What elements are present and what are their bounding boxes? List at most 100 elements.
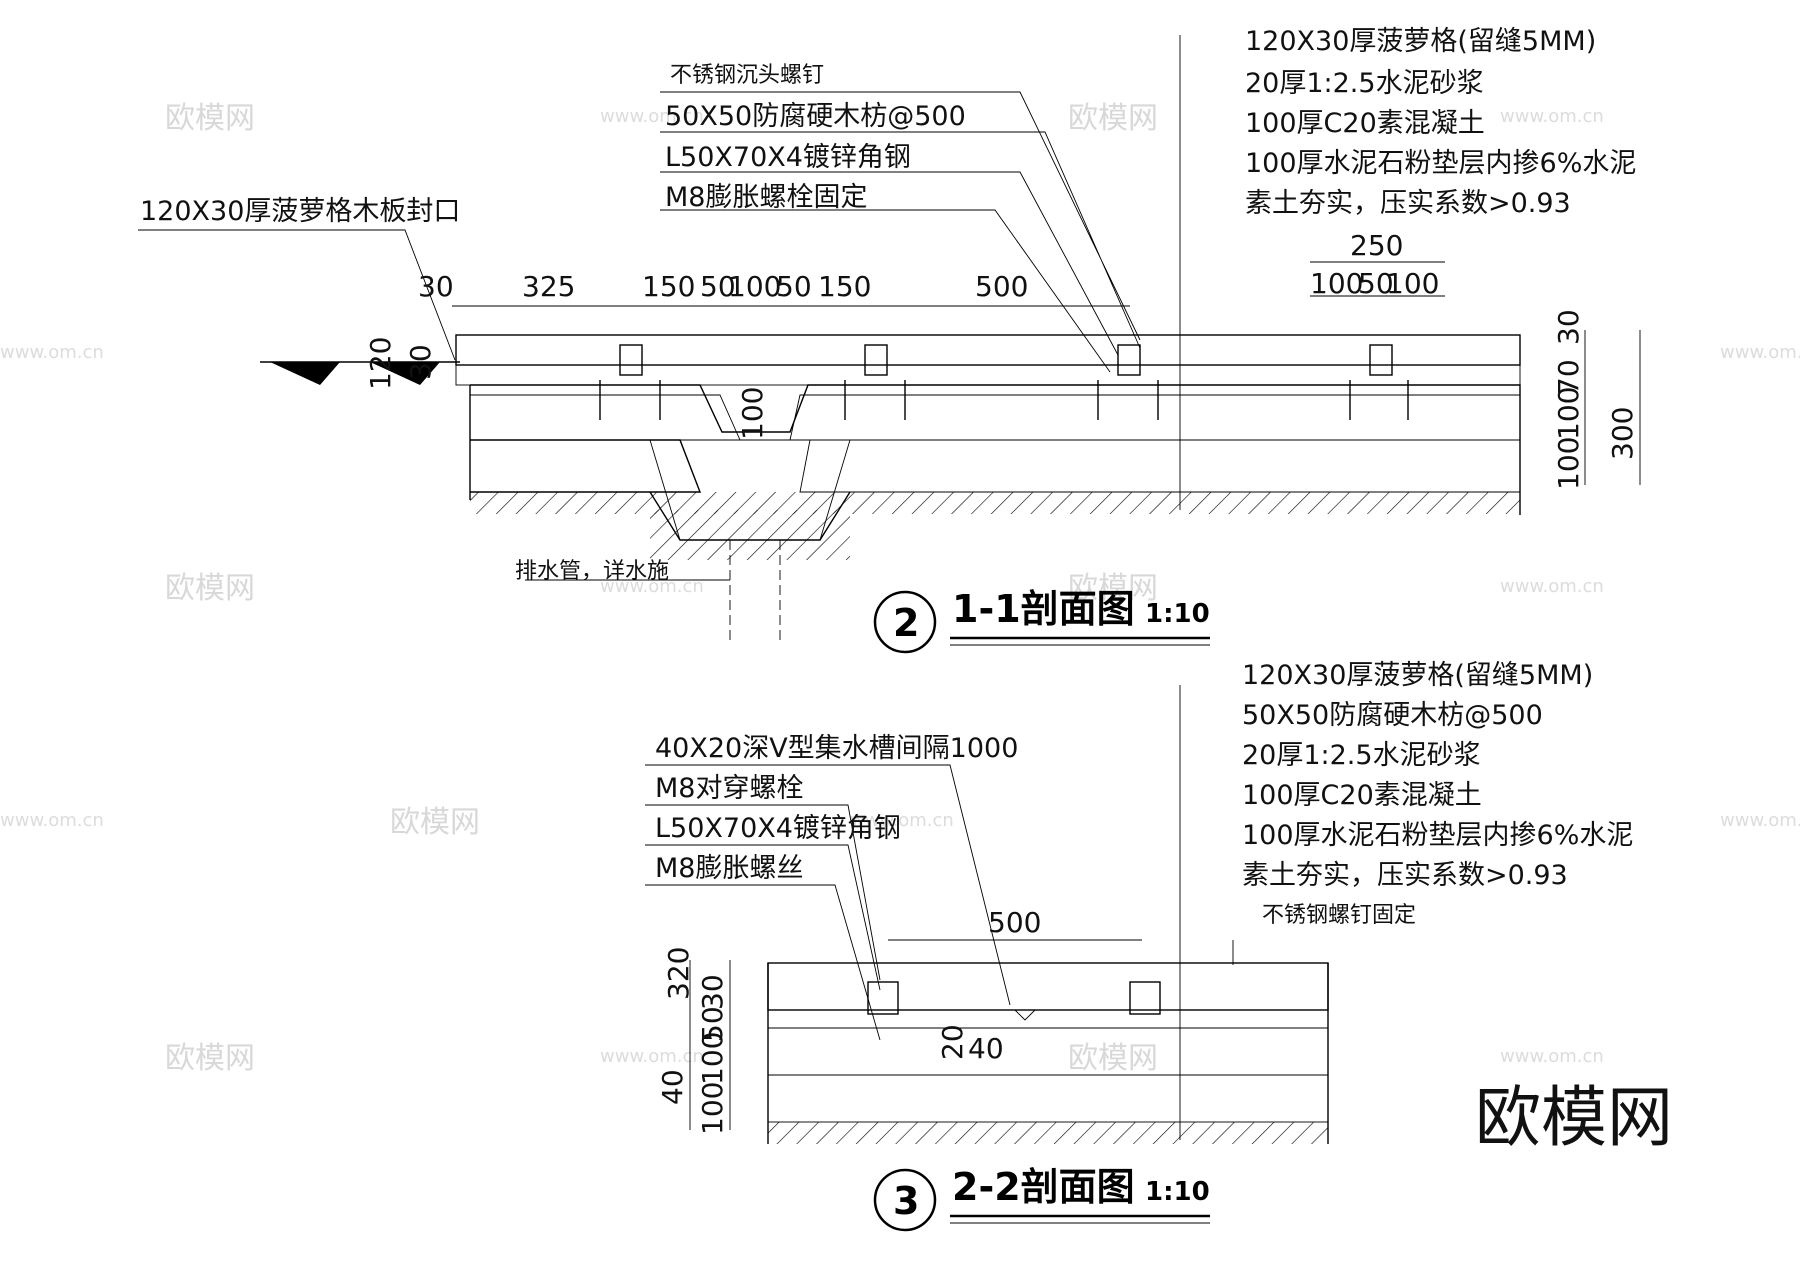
deck-boards-2 bbox=[767, 962, 1329, 1011]
section-1-layers: 120X30厚菠萝格(留缝5MM) 20厚1:2.5水泥砂浆 100厚C20素混… bbox=[1245, 26, 1636, 219]
layer-label: 120X30厚菠萝格(留缝5MM) bbox=[1242, 660, 1593, 691]
dim-line-right bbox=[1584, 330, 1641, 485]
watermark: 欧模网 bbox=[165, 101, 255, 136]
v-groove bbox=[1014, 1009, 1036, 1021]
section-1-1 bbox=[138, 35, 1641, 640]
section-scale: 1:10 bbox=[1145, 1177, 1210, 1207]
watermark-url: www.om.cn bbox=[600, 106, 704, 127]
soil-hatch-2 bbox=[768, 1122, 1328, 1144]
soil-hatch-trench bbox=[650, 510, 850, 560]
section-2-labels: 40X20深V型集水槽间隔1000 M8对穿螺栓 L50X70X4镀锌角钢 M8… bbox=[655, 733, 1416, 928]
section-2-edges bbox=[767, 963, 1329, 1144]
watermark-url: www.om.cn bbox=[600, 1046, 704, 1067]
dimension: 40 bbox=[968, 1032, 1004, 1065]
level-symbol bbox=[270, 362, 440, 385]
dimension: 100 bbox=[1552, 437, 1585, 490]
dimension: 50 bbox=[776, 270, 812, 303]
label: M8对穿螺栓 bbox=[655, 773, 803, 804]
dimension: 300 bbox=[1606, 407, 1639, 460]
section-1-labels: 不锈钢沉头螺钉 50X50防腐硬木枋@500 L50X70X4镀锌角钢 M8膨胀… bbox=[140, 63, 966, 584]
dimension: 150 bbox=[642, 270, 695, 303]
watermark-url: www.om.cn bbox=[850, 810, 954, 831]
dimension: 50 bbox=[696, 1006, 729, 1042]
watermark-url: www.om.cn bbox=[0, 342, 104, 363]
watermark-url: www.om.cn bbox=[600, 576, 704, 597]
title-2: 3 2-2剖面图 1:10 bbox=[873, 1165, 1210, 1232]
watermark-url: www.om.cn bbox=[1720, 342, 1800, 363]
dimension: 500 bbox=[975, 270, 1028, 303]
dimension: 250 bbox=[1350, 229, 1403, 262]
dimension: 100 bbox=[1386, 267, 1439, 300]
section-title: 1-1剖面图 bbox=[952, 587, 1135, 631]
layer-label: 50X50防腐硬木枋@500 bbox=[1242, 700, 1543, 731]
deck-boards bbox=[455, 334, 1521, 366]
dimension: 40 bbox=[656, 1069, 689, 1105]
dim-line-2-left bbox=[689, 960, 731, 1130]
dimension: 30 bbox=[1552, 309, 1585, 345]
section-marker-circle bbox=[873, 1168, 937, 1232]
section-2-dimensions: 500 320 30 50 100 100 40 20 40 bbox=[656, 906, 1041, 1135]
dimension: 30 bbox=[418, 270, 454, 303]
layer-label: 20厚1:2.5水泥砂浆 bbox=[1245, 68, 1484, 99]
layer-label: 100厚水泥石粉垫层内掺6%水泥 bbox=[1242, 820, 1633, 851]
leader-lines-2 bbox=[645, 764, 1234, 1041]
label: 40X20深V型集水槽间隔1000 bbox=[655, 733, 1018, 764]
brand-logo: 欧模网 bbox=[1475, 1079, 1673, 1156]
title-1: 2 1-1剖面图 1:10 bbox=[873, 587, 1210, 654]
layer-label: 20厚1:2.5水泥砂浆 bbox=[1242, 740, 1481, 771]
watermark-url: www.om.cn bbox=[1500, 106, 1604, 127]
label: M8膨胀螺丝 bbox=[655, 853, 803, 884]
section-scale: 1:10 bbox=[1145, 599, 1210, 629]
dimension: 30 bbox=[696, 974, 729, 1010]
watermarks: 欧模网 欧模网 欧模网 欧模网 欧模网 欧模网 欧模网 www.om.cn ww… bbox=[0, 101, 1800, 1076]
leader-lines bbox=[138, 91, 1141, 581]
section-title: 2-2剖面图 bbox=[952, 1165, 1135, 1209]
joist-brackets bbox=[599, 344, 1409, 420]
gravel-layer-2 bbox=[767, 1074, 1329, 1123]
dimension: 50 bbox=[1358, 267, 1394, 300]
watermark-url: www.om.cn bbox=[0, 810, 104, 831]
dimension: 50 bbox=[700, 270, 736, 303]
layer-label: 100厚C20素混凝土 bbox=[1245, 108, 1485, 139]
dimension: 120 bbox=[364, 337, 397, 390]
dimension: 20 bbox=[936, 1024, 969, 1060]
dimension: 70 bbox=[1552, 359, 1585, 395]
dimension: 100 bbox=[736, 387, 769, 440]
watermark-url: www.om.cn bbox=[1500, 576, 1604, 597]
label: 不锈钢螺钉固定 bbox=[1262, 903, 1416, 928]
dimension: 100 bbox=[728, 270, 781, 303]
watermark-url: www.om.cn bbox=[1720, 810, 1800, 831]
label: 120X30厚菠萝格木板封口 bbox=[140, 196, 460, 227]
angle-bracket bbox=[1129, 981, 1161, 1015]
soil-hatch bbox=[470, 492, 1520, 514]
label: M8膨胀螺栓固定 bbox=[665, 182, 867, 213]
section-1-dimensions: 30 325 150 50 100 50 150 500 250 100 50 … bbox=[364, 229, 1639, 490]
dimension: 100 bbox=[696, 1032, 729, 1085]
label: 排水管，详水施 bbox=[515, 559, 669, 584]
watermark-url: www.om.cn bbox=[1500, 1046, 1604, 1067]
watermark: 欧模网 bbox=[165, 571, 255, 606]
watermark: 欧模网 bbox=[1068, 101, 1158, 136]
section-2-2 bbox=[645, 685, 1329, 1144]
dimension: 30 bbox=[404, 344, 437, 380]
concrete-layer bbox=[469, 394, 1521, 441]
layer-label: 素土夯实，压实系数>0.93 bbox=[1242, 860, 1568, 891]
label: L50X70X4镀锌角钢 bbox=[665, 142, 911, 173]
gravel-layer bbox=[469, 439, 1521, 493]
dim-line-right-top bbox=[1310, 261, 1445, 297]
layer-label: 100厚水泥石粉垫层内掺6%水泥 bbox=[1245, 148, 1636, 179]
section-2-layers: 120X30厚菠萝格(留缝5MM) 50X50防腐硬木枋@500 20厚1:2.… bbox=[1242, 660, 1633, 891]
dimension: 100 bbox=[1552, 387, 1585, 440]
mortar-layer bbox=[455, 364, 1521, 386]
section-number: 3 bbox=[893, 1179, 919, 1223]
dimension: 320 bbox=[662, 947, 695, 1000]
layer-label: 120X30厚菠萝格(留缝5MM) bbox=[1245, 26, 1596, 57]
label: 不锈钢沉头螺钉 bbox=[670, 63, 824, 88]
section-marker-circle bbox=[873, 590, 937, 654]
dimension: 150 bbox=[818, 270, 871, 303]
label: L50X70X4镀锌角钢 bbox=[655, 813, 901, 844]
label: 50X50防腐硬木枋@500 bbox=[665, 101, 966, 132]
drain-pipe bbox=[729, 540, 781, 640]
